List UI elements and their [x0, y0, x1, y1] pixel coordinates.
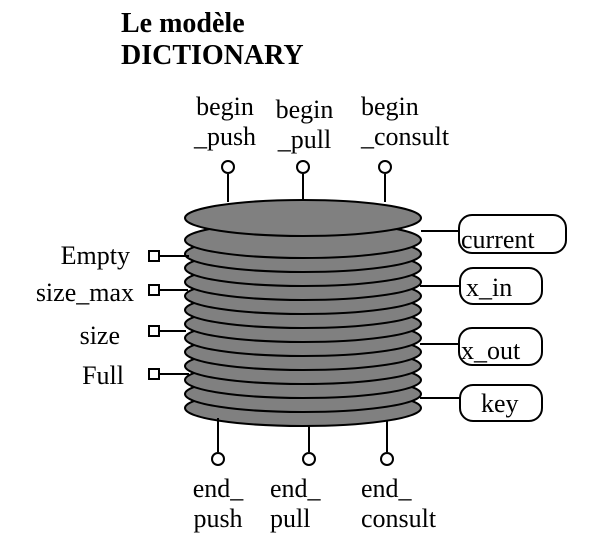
diagram-title: Le modèle DICTIONARY [121, 8, 304, 72]
left-connectors [148, 250, 189, 380]
label-x-out: x_out [461, 336, 521, 365]
title-line-2: DICTIONARY [121, 40, 304, 71]
label-end-push: end_ push [192, 474, 244, 533]
end-push-connector [211, 452, 225, 466]
top-connectors [221, 160, 392, 202]
bottom-connectors [211, 418, 394, 466]
end-consult-connector [380, 452, 394, 466]
label-begin-push: begin _push [193, 92, 257, 151]
x-out-box [458, 327, 543, 366]
begin-push-connector [221, 160, 235, 174]
label-begin-pull: begin _pull [275, 95, 334, 154]
label-empty: Empty [60, 241, 130, 270]
size-max-connector [148, 284, 160, 296]
label-end-pull: end_ pull [270, 474, 321, 533]
label-end-consult: end_ consult [361, 474, 437, 533]
empty-connector [148, 250, 160, 262]
label-current: current [461, 225, 535, 254]
label-size-max: size_max [35, 278, 134, 307]
label-begin-consult: begin _consult [361, 92, 450, 151]
end-pull-connector [302, 452, 316, 466]
label-x-in: x_in [466, 273, 513, 302]
label-full: Full [82, 361, 124, 390]
stack-disk-top [184, 199, 422, 237]
x-in-box [459, 267, 543, 305]
key-box [459, 384, 543, 422]
current-box [458, 214, 567, 254]
storage-stack [184, 199, 422, 427]
label-size: size [79, 321, 120, 350]
label-key: key [481, 389, 519, 418]
size-connector [148, 325, 160, 337]
title-line-1: Le modèle [121, 8, 245, 39]
begin-consult-connector [378, 160, 392, 174]
begin-pull-connector [296, 160, 310, 174]
right-connectors [420, 214, 567, 422]
full-connector [148, 368, 160, 380]
